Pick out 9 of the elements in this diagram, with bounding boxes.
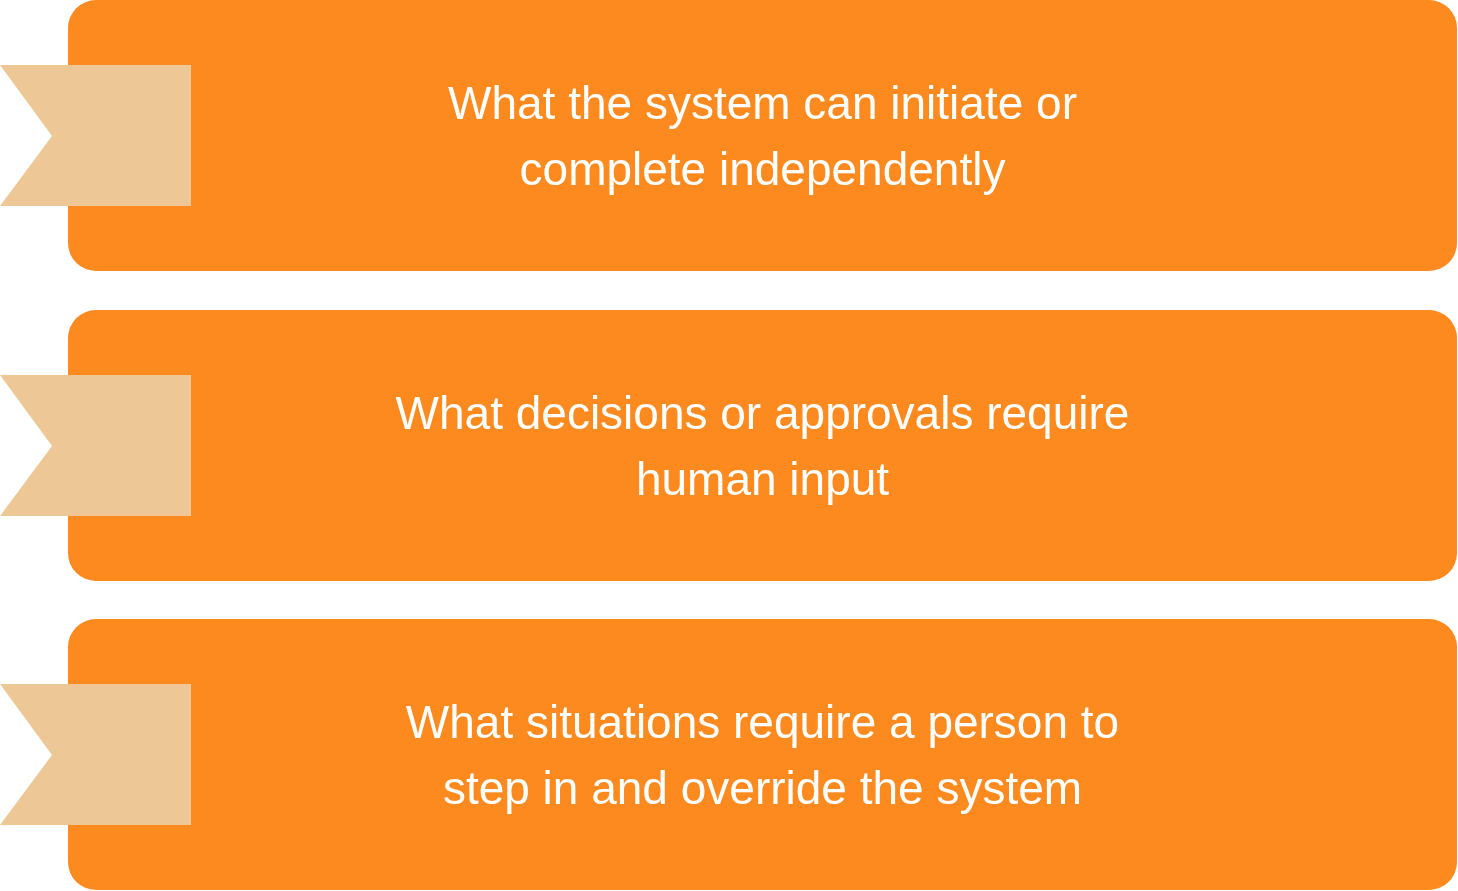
box-text: What the system can initiate or complete independently bbox=[447, 75, 1078, 197]
ribbon-tag bbox=[0, 65, 191, 206]
rounded-box bbox=[68, 310, 1457, 581]
box-text: What decisions or approvals require human input bbox=[394, 385, 1131, 507]
rounded-box bbox=[68, 619, 1457, 890]
box-text: What situations require a person to step in and override the system bbox=[404, 694, 1121, 816]
ribbon-tag bbox=[0, 375, 191, 516]
ribbon-tag bbox=[0, 684, 191, 825]
rounded-box bbox=[68, 0, 1457, 271]
